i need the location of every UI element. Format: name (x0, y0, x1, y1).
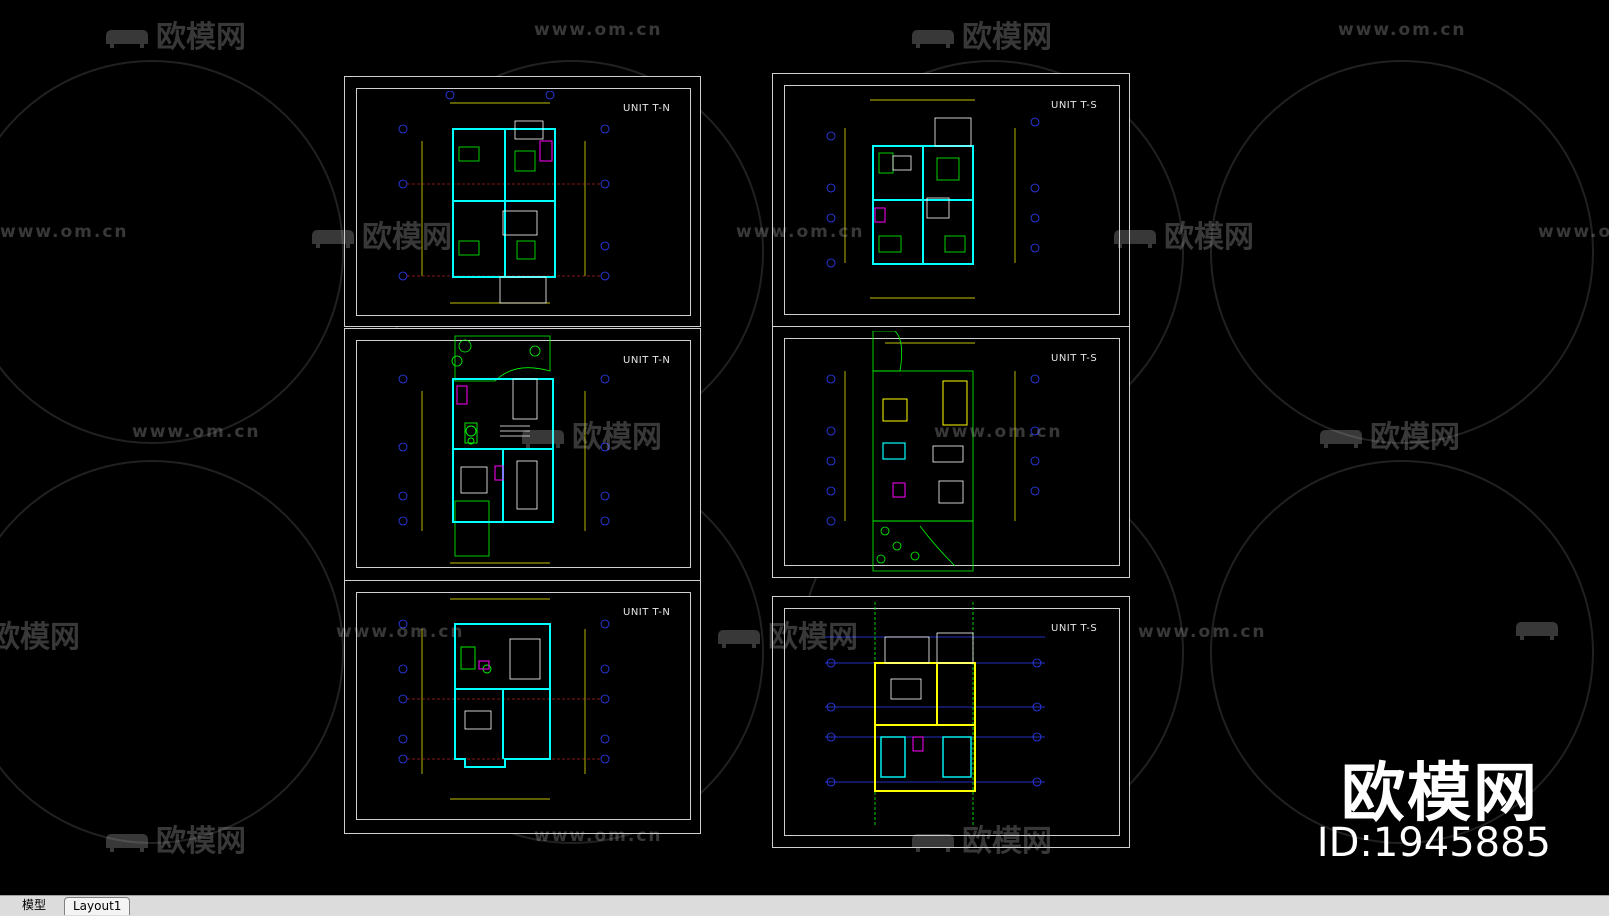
floor-plan-ts-basement (825, 602, 1045, 827)
watermark-brand: 欧模网 (1318, 412, 1460, 456)
sofa-logo-icon (106, 833, 148, 852)
watermark-brand (1514, 612, 1566, 647)
watermark-url: www.om.cn (534, 20, 663, 40)
watermark-url: www.om.cn (0, 222, 129, 242)
floor-plan-tn-2f (398, 91, 610, 304)
tab-model[interactable]: 模型 (14, 897, 55, 914)
floor-plan-tn-1f (398, 335, 610, 564)
watermark-url: www.om.cn (1538, 222, 1609, 242)
layout-sheet-ts-1f: UNIT T-S (772, 326, 1130, 578)
unit-label: UNIT T-N (623, 355, 671, 366)
sofa-logo-icon (106, 29, 148, 48)
unit-label: UNIT T-S (1051, 623, 1098, 634)
floor-plan-ts-2f (826, 99, 1040, 299)
watermark-arc (0, 60, 344, 444)
brand-overlay-id: ID:1945885 (1316, 820, 1551, 866)
sheet-frame (784, 608, 1120, 836)
sheet-frame (356, 88, 691, 316)
brand-overlay-name: 欧模网 (1341, 757, 1539, 831)
sofa-logo-icon (912, 29, 954, 48)
watermark-arc (0, 460, 344, 844)
layout-sheet-ts-basement: UNIT T-S (772, 596, 1130, 848)
sheet-frame (784, 85, 1120, 315)
watermark-arc (1210, 60, 1594, 444)
watermark-brand: 欧模网 (0, 620, 80, 655)
unit-label: UNIT T-N (623, 103, 671, 114)
sheet-frame (356, 592, 691, 820)
watermark-brand: 欧模网 (910, 12, 1052, 56)
layout-tab-bar: 模型 Layout1 (0, 895, 1609, 916)
sofa-logo-icon (1516, 621, 1558, 640)
layout-sheet-tn-basement: UNIT T-N (344, 580, 701, 834)
sofa-logo-icon (1320, 429, 1362, 448)
watermark-url: www.om.cn (132, 422, 261, 442)
watermark-url: www.om.cn (1338, 20, 1467, 40)
sofa-logo-icon (718, 629, 760, 648)
layout-sheet-ts-2f: UNIT T-S (772, 73, 1130, 327)
unit-label: UNIT T-N (623, 607, 671, 618)
watermark-brand: 欧模网 (104, 816, 246, 860)
layout-sheet-tn-1f: UNIT T-N (344, 328, 701, 581)
sheet-frame (356, 340, 691, 568)
floor-plan-ts-1f (826, 331, 1040, 572)
tab-layout1[interactable]: Layout1 (64, 897, 131, 915)
unit-label: UNIT T-S (1051, 100, 1098, 111)
watermark-url: www.om.cn (1138, 622, 1267, 642)
watermark-brand: 欧模网 (104, 12, 246, 56)
drawing-canvas[interactable]: UNIT T-N (0, 0, 1609, 895)
sheet-frame (784, 338, 1120, 566)
watermark-brand: 欧模网 (1112, 212, 1254, 256)
layout-sheet-tn-2f: UNIT T-N (344, 76, 701, 327)
floor-plan-tn-basement (398, 598, 610, 800)
unit-label: UNIT T-S (1051, 353, 1098, 364)
